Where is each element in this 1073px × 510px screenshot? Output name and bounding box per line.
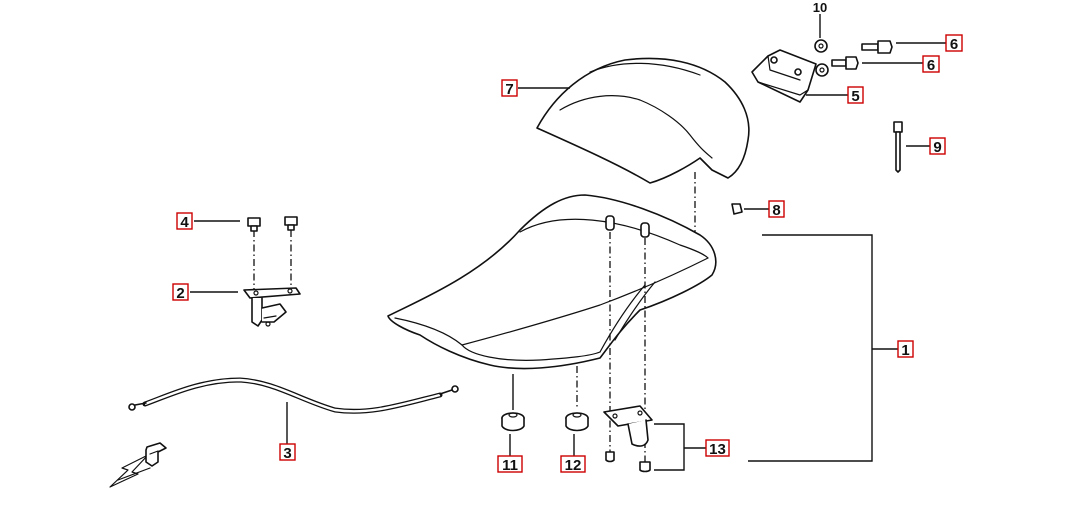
bracket-leader-1 (748, 234, 898, 462)
svg-text:4: 4 (180, 214, 189, 231)
callout-12[interactable]: 12 (560, 455, 586, 474)
tie-strap-9[interactable] (893, 121, 903, 173)
washer-10[interactable] (814, 39, 829, 77)
rear-seat[interactable] (536, 57, 750, 184)
callout-9[interactable]: 9 (929, 137, 946, 156)
clip-8[interactable] (731, 203, 743, 215)
main-seat[interactable] (387, 194, 717, 370)
callout-13[interactable]: 13 (705, 439, 730, 458)
callout-6-lower[interactable]: 6 (922, 55, 940, 74)
svg-text:5: 5 (851, 88, 859, 105)
callout-3[interactable]: 3 (279, 443, 296, 462)
svg-text:6: 6 (927, 57, 935, 74)
bracket-leader-13 (654, 423, 706, 471)
callout-8[interactable]: 8 (768, 200, 785, 219)
svg-text:6: 6 (950, 36, 958, 53)
bolt-4-left[interactable] (247, 217, 261, 232)
callout-11[interactable]: 11 (497, 455, 523, 474)
seat-stud-left (605, 215, 615, 231)
svg-text:11: 11 (502, 457, 518, 474)
seat-bracket-13[interactable] (603, 405, 653, 473)
seat-stud-right (640, 222, 650, 238)
svg-text:7: 7 (505, 81, 513, 98)
svg-text:1: 1 (901, 342, 909, 359)
seat-lock-cable-3[interactable] (128, 377, 459, 414)
svg-text:8: 8 (772, 202, 780, 219)
callout-1[interactable]: 1 (897, 340, 914, 359)
callout-7[interactable]: 7 (501, 79, 518, 98)
bolt-6-upper[interactable] (861, 40, 893, 54)
bolt-4-right[interactable] (284, 216, 298, 231)
rubber-12[interactable] (565, 412, 589, 432)
svg-text:13: 13 (709, 441, 726, 458)
seat-lock-bracket-2[interactable] (243, 287, 301, 327)
callout-2[interactable]: 2 (172, 283, 189, 302)
callout-10[interactable]: 10 (813, 0, 827, 15)
callout-6-upper[interactable]: 6 (945, 34, 963, 53)
callout-5[interactable]: 5 (847, 86, 864, 105)
bolt-6-lower[interactable] (831, 56, 859, 70)
rubber-11[interactable] (501, 412, 525, 432)
svg-text:3: 3 (283, 445, 291, 462)
front-direction-arrow-icon (109, 442, 167, 488)
svg-text:9: 9 (933, 139, 941, 156)
svg-text:12: 12 (565, 457, 582, 474)
hinge-bracket-5[interactable] (751, 49, 817, 103)
svg-text:2: 2 (176, 285, 184, 302)
callout-4[interactable]: 4 (176, 212, 193, 231)
svg-text:10: 10 (813, 0, 827, 15)
